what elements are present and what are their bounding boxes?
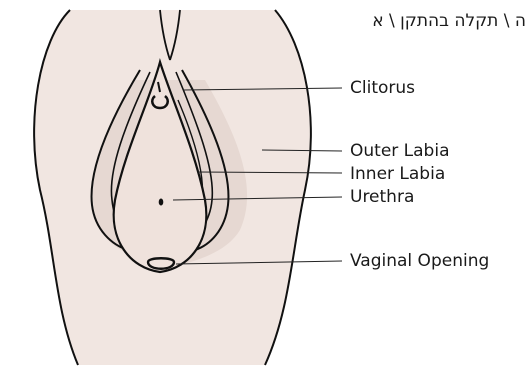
- vaginal-opening-mark: [148, 258, 174, 269]
- label-vaginal-opening: Vaginal Opening: [350, 253, 489, 270]
- header-text: ה \ תקלה בהתקן \ א: [310, 11, 526, 31]
- label-outer-labia: Outer Labia: [350, 143, 450, 160]
- urethra-mark: [159, 199, 164, 206]
- label-clitorus: Clitorus: [350, 80, 415, 97]
- label-urethra: Urethra: [350, 189, 414, 206]
- label-inner-labia: Inner Labia: [350, 166, 445, 183]
